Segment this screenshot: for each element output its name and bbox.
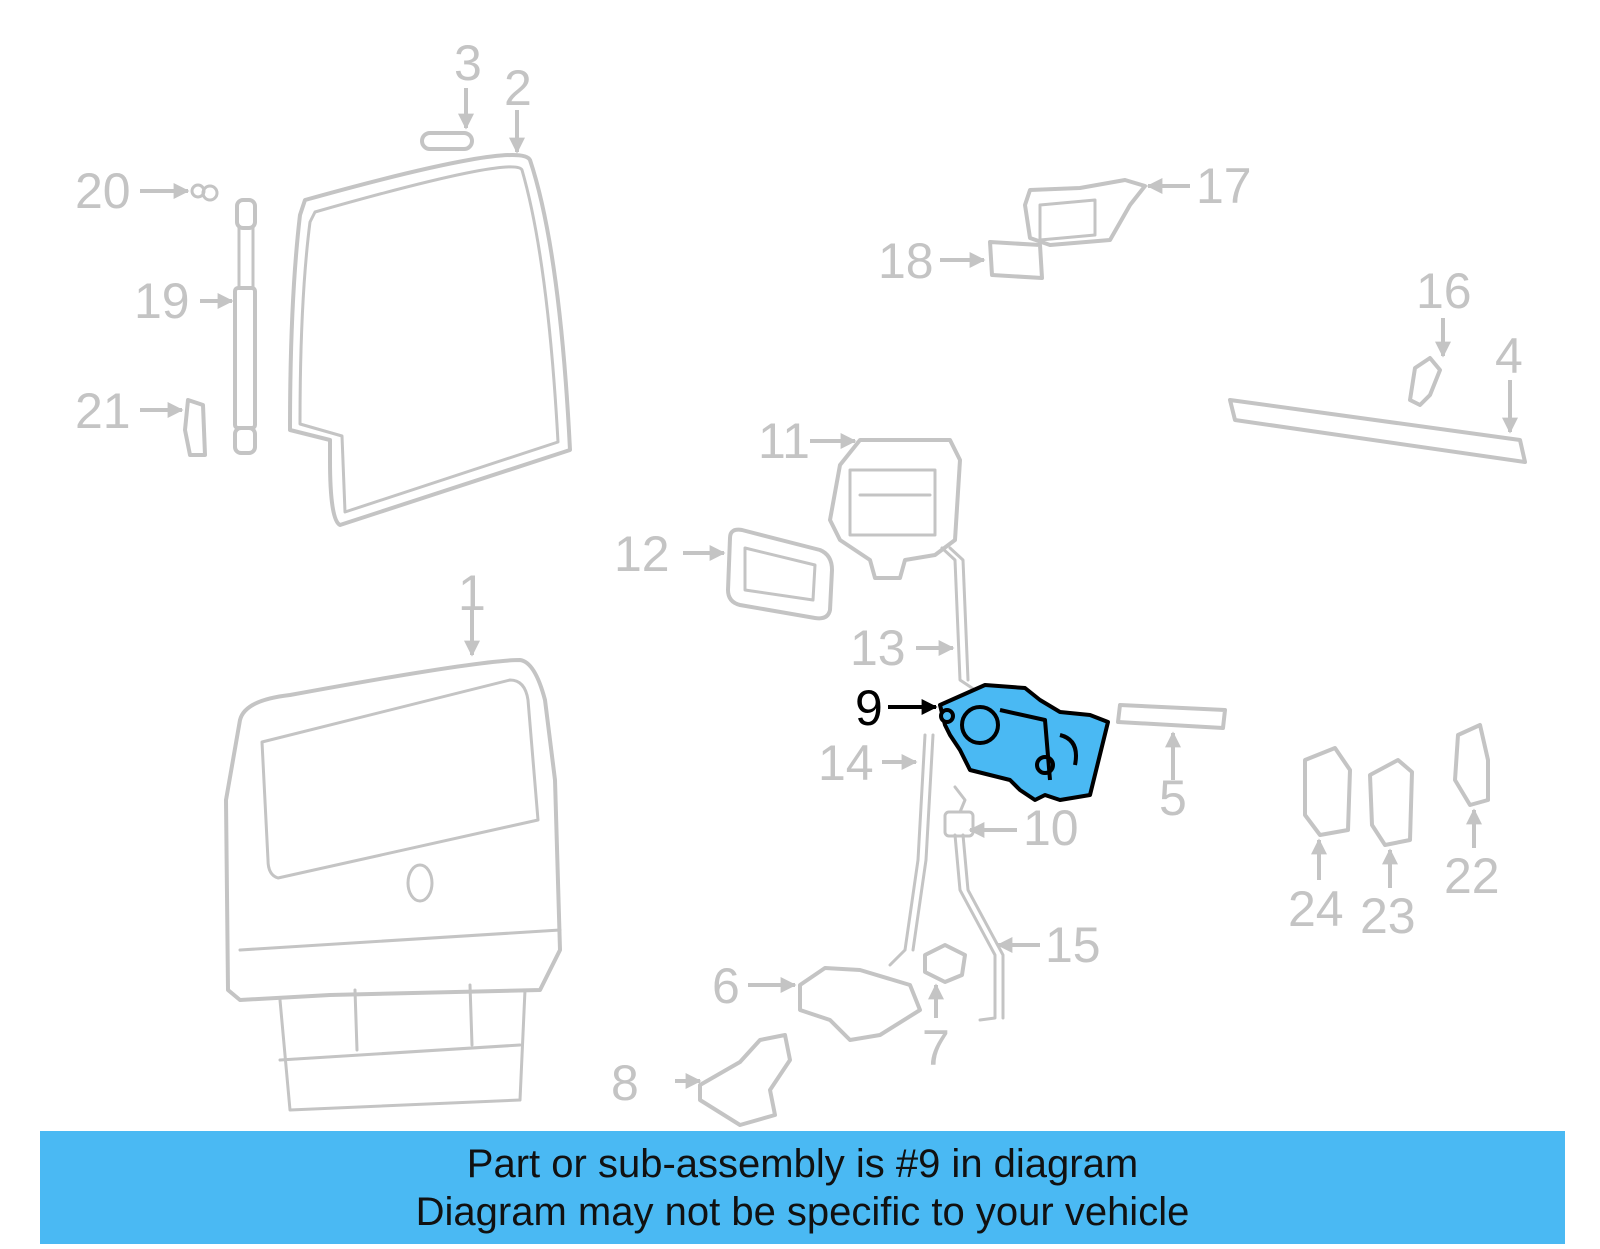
banner-line-2: Diagram may not be specific to your vehi… xyxy=(415,1189,1190,1234)
part-22-striker xyxy=(1453,723,1490,807)
callout-1: 1 xyxy=(458,565,486,621)
banner-line-1: Part or sub-assembly is #9 in diagram xyxy=(466,1141,1139,1186)
part-18-plate xyxy=(988,240,1044,280)
part-9-latch-highlighted xyxy=(938,683,1110,802)
callout-2: 2 xyxy=(504,60,532,116)
part-1-tailgate xyxy=(224,658,562,1112)
part-4-rail xyxy=(1228,398,1527,464)
part-14-rod xyxy=(888,733,935,967)
callout-19: 19 xyxy=(134,273,190,329)
part-17-hinge xyxy=(1023,178,1147,247)
callout-7: 7 xyxy=(922,1020,950,1076)
part-2-rear-window-glass xyxy=(288,153,572,527)
callout-17: 17 xyxy=(1196,158,1252,214)
callout-5: 5 xyxy=(1159,770,1187,826)
callout-13: 13 xyxy=(850,620,906,676)
part-20-ball-stud xyxy=(190,183,219,202)
part-19-gas-strut xyxy=(233,198,257,455)
part-6-latch-base xyxy=(798,966,922,1042)
part-21-bracket xyxy=(183,398,207,457)
part-10-clip xyxy=(943,785,975,838)
callout-20: 20 xyxy=(75,163,131,219)
part-11-lock-assembly xyxy=(828,438,962,580)
callout-10: 10 xyxy=(1023,800,1079,856)
part-16-bolt xyxy=(1408,356,1442,407)
callout-24: 24 xyxy=(1288,881,1344,937)
callout-8: 8 xyxy=(611,1055,639,1111)
callout-14: 14 xyxy=(818,735,874,791)
part-15-rod xyxy=(953,833,1005,1022)
part-7-buffer xyxy=(923,943,967,984)
leader-arrows xyxy=(140,88,1518,1089)
callout-12: 12 xyxy=(614,526,670,582)
callout-6: 6 xyxy=(712,958,740,1014)
callout-11: 11 xyxy=(758,413,810,469)
part-13-rod xyxy=(940,546,977,692)
callout-22: 22 xyxy=(1444,848,1500,904)
part-3-trim-strip xyxy=(420,131,474,151)
part-23-block xyxy=(1368,758,1414,847)
callout-16: 16 xyxy=(1416,263,1472,319)
part-12-frame xyxy=(726,527,834,621)
callout-21: 21 xyxy=(75,383,131,439)
part-8-bracket xyxy=(698,1033,792,1127)
callout-15: 15 xyxy=(1045,917,1101,973)
callout-18: 18 xyxy=(878,233,934,289)
callout-labels: 1 2 3 4 5 6 7 8 9 10 11 12 13 14 15 16 1… xyxy=(75,35,1523,1111)
callout-3: 3 xyxy=(454,35,482,91)
callout-23: 23 xyxy=(1360,888,1416,944)
part-5-strip xyxy=(1116,703,1227,730)
part-24-wedge xyxy=(1303,746,1352,837)
callout-9: 9 xyxy=(855,680,883,736)
callout-4: 4 xyxy=(1495,328,1523,384)
info-banner: Part or sub-assembly is #9 in diagram Di… xyxy=(40,1131,1565,1244)
